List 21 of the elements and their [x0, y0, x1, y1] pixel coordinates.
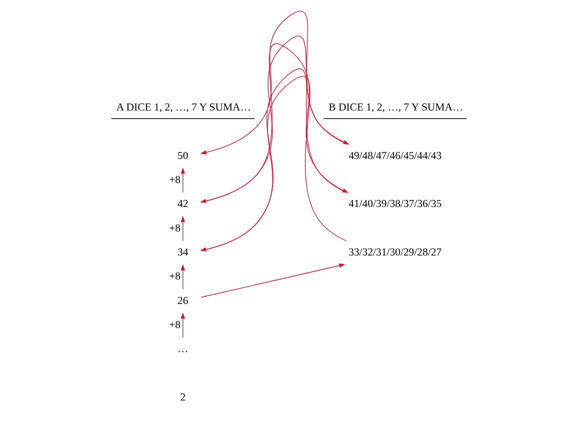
node-text: 50 — [178, 150, 188, 162]
node-text: 49/48/47/46/45/44/43 — [348, 150, 442, 162]
label: A DICE 1, 2, …, 7 Y SUMA… — [116, 101, 252, 114]
arrow — [180, 168, 186, 193]
node-text: 41/40/39/38/37/36/35 — [348, 198, 442, 210]
edge-label: +8 — [169, 270, 181, 283]
edge-label: +8 — [169, 174, 181, 186]
node-text: 26 — [178, 294, 188, 307]
arrow — [180, 216, 186, 242]
edge-label: +8 — [169, 319, 181, 332]
edge-label: +8 — [169, 222, 181, 234]
arrow — [200, 11, 348, 154]
label: B DICE 1, 2, …, 7 Y SUMA… — [328, 101, 464, 114]
node-text: 34 — [178, 246, 188, 258]
arrow — [180, 264, 186, 290]
node-text: 33/32/31/30/29/28/27 — [348, 246, 442, 258]
node-text: … — [178, 343, 188, 356]
arrow — [200, 264, 346, 298]
node-text: 42 — [178, 198, 188, 210]
label: 2 — [180, 392, 186, 404]
arrow — [180, 312, 186, 338]
